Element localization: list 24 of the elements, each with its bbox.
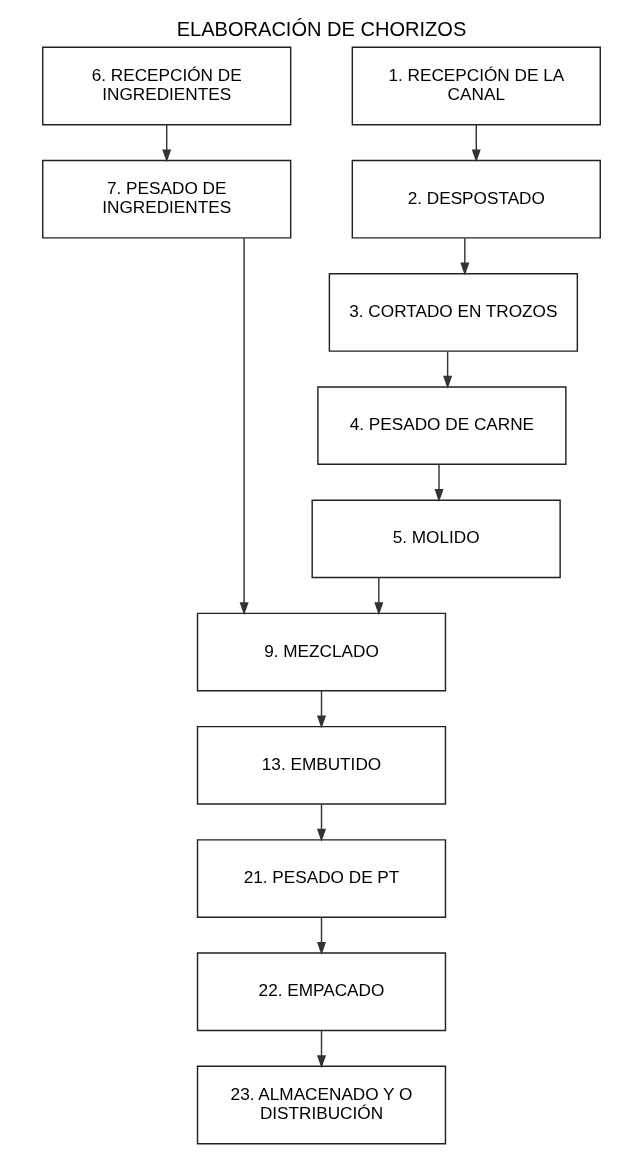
arrow <box>316 1030 326 1069</box>
node-box: 9. MEZCLADO <box>196 612 446 692</box>
arrow <box>373 577 383 616</box>
node-box: 13. EMBUTIDO <box>196 725 446 805</box>
arrow <box>316 803 326 842</box>
node-box: 23. ALMACENADO Y O DISTRIBUCIÓN <box>196 1065 446 1145</box>
arrow <box>459 237 469 276</box>
node-box: 7. PESADO DE INGREDIENTES <box>41 159 291 239</box>
node-box: 6. RECEPCIÓN DE INGREDIENTES <box>41 46 291 126</box>
arrow <box>239 237 249 616</box>
diagram-title: ELABORACIÓN DE CHORIZOS <box>176 18 466 41</box>
node-box: 1. RECEPCIÓN DE LA CANAL <box>351 46 601 126</box>
arrow <box>471 124 481 163</box>
node-box: 21. PESADO DE PT <box>196 839 446 918</box>
arrow <box>434 463 444 502</box>
node-box: 4. PESADO DE CARNE <box>316 386 567 466</box>
node-box: 2. DESPOSTADO <box>351 159 601 239</box>
arrow <box>316 916 326 955</box>
node-box: 22. EMPACADO <box>196 952 446 1032</box>
node-box: 5. MOLIDO <box>310 499 561 579</box>
arrow <box>316 690 326 729</box>
arrow <box>442 350 452 389</box>
arrow <box>161 124 171 163</box>
node-box: 3. CORTADO EN TROZOS <box>328 273 578 352</box>
